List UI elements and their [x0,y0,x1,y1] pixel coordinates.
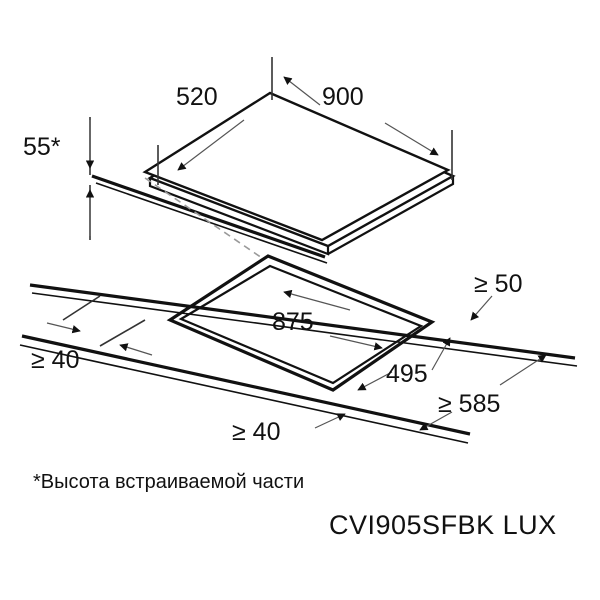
dim-520-leader [177,119,245,171]
dim-40-left-label: ≥ 40 [31,346,79,374]
dimension-depth-top: 520 [157,83,245,185]
hob-front-edge-line [91,174,326,259]
hob-right-thickness [327,176,455,255]
dim-585-label: ≥ 585 [438,390,500,418]
dim-495-label: 495 [386,360,428,388]
dim-40-left-extension-a [62,295,101,321]
dim-40-left-leader-a [46,322,81,334]
worktop-front-edge-thickness [19,344,469,444]
worktop-rear-edge [29,283,576,360]
worktop-cutout-outer [166,254,436,392]
model-name: CVI905SFBK LUX [329,510,557,540]
dimension-width-top: 900 [271,57,453,180]
dimension-clearance-front: ≥ 40 [232,413,346,446]
dimension-cutout-depth: 495 [357,337,451,391]
worktop-front-edge [21,334,471,436]
dim-900-leader-right [384,122,439,156]
dim-875-label: 875 [272,308,314,336]
dim-50-label: ≥ 50 [474,270,522,298]
dimension-clearance-left: ≥ 40 [31,295,153,374]
dim-520-label: 520 [176,83,218,111]
dim-900-label: 900 [322,83,364,111]
dim-585-leader-lower [419,411,453,431]
dimension-cutout-width: 875 [272,289,383,351]
dim-585-leader-upper [499,354,547,386]
dim-875-leader-left [283,289,351,311]
dim-495-leader-lower [357,371,393,391]
dim-40-left-leader-b [119,343,153,356]
dim-495-leader-upper [431,337,451,371]
dim-900-leader-left [283,76,321,106]
worktop-rear-edge-thickness [31,292,578,367]
dim-40-front-leader [314,413,346,429]
worktop-cutout-inner [178,264,424,385]
dim-40-left-extension-b [99,319,146,347]
hob-front-edge-line-secondary [95,182,328,264]
dimension-worktop-depth: ≥ 585 [419,354,547,431]
dim-55-label: 55* [23,133,61,161]
dim-50-leader [470,295,493,321]
footnote-text: *Высота встраиваемой части [33,471,304,493]
dimension-height-built-in: 55* [23,117,95,240]
dim-875-leader-right [329,335,383,351]
dim-40-front-label: ≥ 40 [232,418,280,446]
worktop [19,254,578,444]
hob-top-surface [142,91,451,242]
dimension-clearance-rear: ≥ 50 [470,270,522,321]
